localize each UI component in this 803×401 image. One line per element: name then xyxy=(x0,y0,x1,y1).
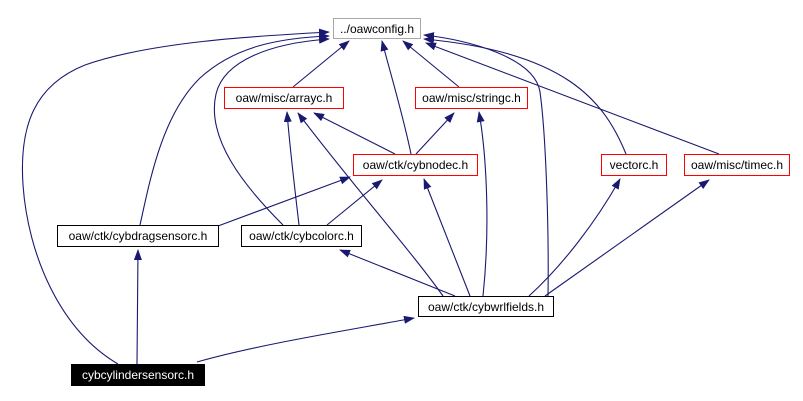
edge-cybcolorc-to-arrayc xyxy=(283,111,300,226)
node-oawconfig[interactable]: ../oawconfig.h xyxy=(333,18,421,39)
edge-arrayc-to-oawconfig xyxy=(292,40,350,88)
edge-cybcylindersensorc-to-oawconfig xyxy=(21,28,330,365)
node-oawconfig-label: ../oawconfig.h xyxy=(339,21,415,36)
edge-cybwrlfields-to-vectorc xyxy=(528,178,621,297)
node-vectorc[interactable]: vectorc.h xyxy=(601,154,667,176)
node-arrayc-label: oaw/misc/arrayc.h xyxy=(235,91,333,105)
edge-cybwrlfields-to-arrayc xyxy=(297,112,444,297)
node-cybwrlfields-label: oaw/ctk/cybwrlfields.h xyxy=(427,299,545,314)
node-cybwrlfields[interactable]: oaw/ctk/cybwrlfields.h xyxy=(418,296,554,317)
edge-cybwrlfields-to-cybcolorc xyxy=(339,249,456,297)
edge-cybnodec-to-stringc xyxy=(415,112,455,155)
edge-cybwrlfields-to-stringc xyxy=(476,111,488,297)
edge-cybwrlfields-to-cybnodec xyxy=(423,178,471,297)
edge-cybwrlfields-to-timec xyxy=(544,179,710,297)
node-stringc[interactable]: oaw/misc/stringc.h xyxy=(415,87,528,109)
node-cybcylindersensorc-label: cybcylindersensorc.h xyxy=(81,368,195,382)
node-timec[interactable]: oaw/misc/timec.h xyxy=(684,154,790,176)
edge-cybnodec-to-oawconfig xyxy=(380,40,412,155)
node-cybnodec-label: oaw/ctk/cybnodec.h xyxy=(362,158,469,172)
node-arrayc[interactable]: oaw/misc/arrayc.h xyxy=(224,87,344,109)
edge-cybdragsensorc-to-cybnodec xyxy=(217,176,351,227)
node-cybdragsensorc-label: oaw/ctk/cybdragsensorc.h xyxy=(68,229,208,243)
node-timec-label: oaw/misc/timec.h xyxy=(690,158,784,172)
node-cybcolorc-label: oaw/ctk/cybcolorc.h xyxy=(249,229,354,243)
edge-cybcylindersensorc-to-cybwrlfields xyxy=(196,315,415,363)
node-vectorc-label: vectorc.h xyxy=(609,158,659,172)
edge-cybdragsensorc-to-oawconfig xyxy=(139,32,330,226)
node-cybcolorc[interactable]: oaw/ctk/cybcolorc.h xyxy=(241,225,362,247)
edge-cybnodec-to-arrayc xyxy=(313,112,396,155)
node-stringc-label: oaw/misc/stringc.h xyxy=(422,91,521,105)
edge-cybcolorc-to-cybnodec xyxy=(326,179,383,226)
edge-cybcolorc-to-oawconfig xyxy=(213,35,330,226)
node-cybnodec[interactable]: oaw/ctk/cybnodec.h xyxy=(353,154,478,176)
node-cybcylindersensorc[interactable]: cybcylindersensorc.h xyxy=(71,364,205,386)
edge-cybcylindersensorc-to-cybdragsensorc xyxy=(133,249,142,365)
node-cybdragsensorc[interactable]: oaw/ctk/cybdragsensorc.h xyxy=(57,225,219,247)
edge-stringc-to-oawconfig xyxy=(402,40,460,88)
